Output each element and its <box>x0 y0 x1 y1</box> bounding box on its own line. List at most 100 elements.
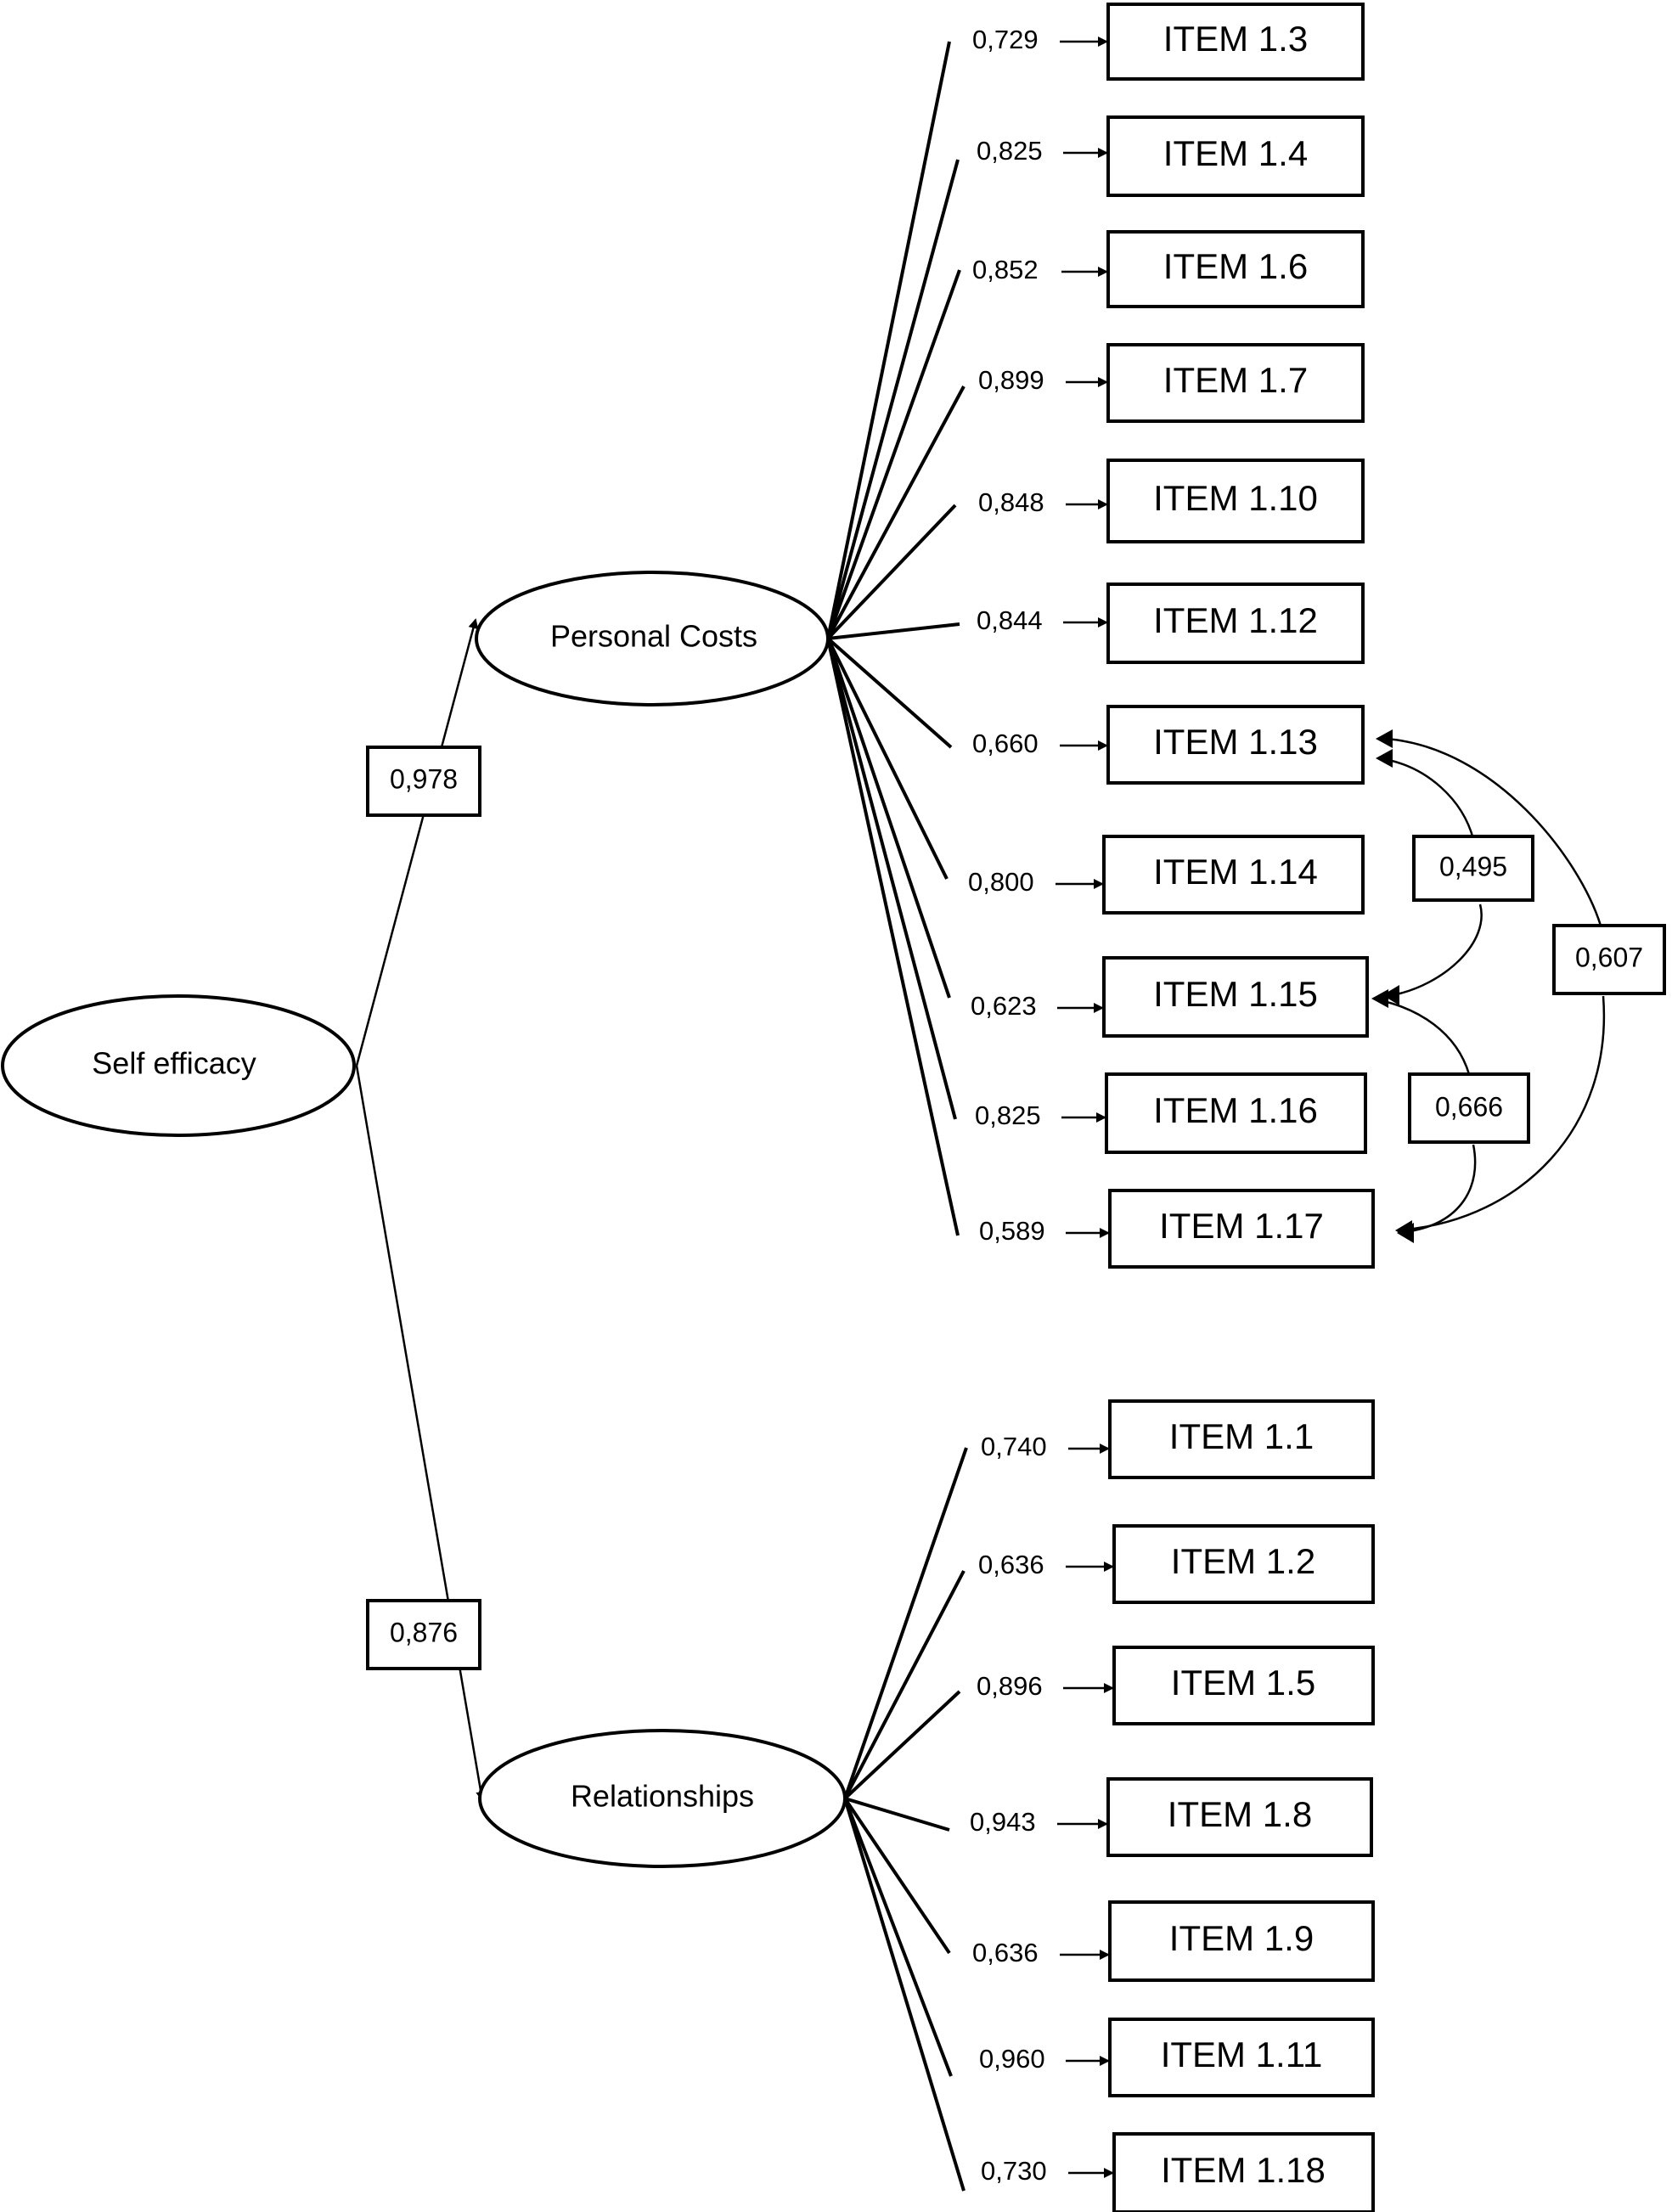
item-label: ITEM 1.12 <box>1153 600 1318 640</box>
factor-personal-costs-label: Personal Costs <box>550 619 757 654</box>
item-path-line <box>843 1798 953 2077</box>
item-label: ITEM 1.14 <box>1153 852 1318 892</box>
item-node: ITEM 1.4 <box>1106 115 1365 197</box>
covariance-arrowhead-117b <box>1395 1220 1412 1241</box>
item-node: ITEM 1.6 <box>1106 230 1365 308</box>
item-loading: 0,960 <box>979 2044 1045 2074</box>
item-path-line <box>826 41 951 639</box>
item-node: ITEM 1.5 <box>1112 1646 1375 1725</box>
covariance-arrowhead-115b <box>1371 989 1388 1008</box>
item-path-line <box>826 637 953 749</box>
item-loading: 0,660 <box>972 729 1039 758</box>
item-node: ITEM 1.3 <box>1106 3 1365 81</box>
item-path-line <box>844 1797 950 1832</box>
item-path-line <box>827 622 960 640</box>
item-loading: 0,899 <box>978 365 1044 395</box>
item-node: ITEM 1.7 <box>1106 343 1365 423</box>
loading-value-personal-costs: 0,978 <box>390 763 458 794</box>
item-loading: 0,896 <box>977 1671 1043 1701</box>
item-label: ITEM 1.5 <box>1171 1663 1315 1703</box>
item-path-line <box>826 386 965 639</box>
item-label: ITEM 1.15 <box>1153 974 1318 1014</box>
loading-arrows <box>1056 37 1114 2178</box>
path-self-efficacy-to-relationships <box>355 1065 487 1802</box>
item-path-line <box>826 638 960 1236</box>
item-node: ITEM 1.17 <box>1108 1189 1375 1269</box>
item-label: ITEM 1.7 <box>1163 360 1308 400</box>
item-path-line <box>826 638 951 999</box>
item-path-line <box>843 1447 968 1799</box>
item-loading: 0,636 <box>978 1550 1044 1579</box>
item-label: ITEM 1.10 <box>1153 478 1318 518</box>
covariance-arc-113-117 <box>1385 737 1606 1231</box>
item-loading: 0,636 <box>972 1938 1039 1967</box>
loading-box-relationships: 0,876 <box>366 1599 481 1670</box>
item-loading: 0,729 <box>972 25 1039 54</box>
item-node: ITEM 1.13 <box>1106 705 1365 785</box>
item-loading: 0,623 <box>971 991 1037 1021</box>
item-path-line <box>826 638 949 880</box>
item-loading: 0,825 <box>975 1100 1041 1130</box>
item-loading: 0,825 <box>977 136 1043 166</box>
covariance-arrowhead-113 <box>1376 749 1393 768</box>
item-node: ITEM 1.1 <box>1108 1399 1375 1479</box>
factor-personal-costs: Personal Costs <box>475 571 830 706</box>
item-node: ITEM 1.16 <box>1105 1072 1367 1154</box>
item-node: ITEM 1.15 <box>1102 956 1369 1038</box>
item-label: ITEM 1.11 <box>1161 2035 1323 2074</box>
covariance-value: 0,607 <box>1575 942 1643 972</box>
item-label: ITEM 1.13 <box>1153 722 1318 762</box>
item-loading: 0,589 <box>979 1216 1045 1246</box>
item-node: ITEM 1.11 <box>1108 2018 1375 2097</box>
item-label: ITEM 1.17 <box>1159 1206 1324 1246</box>
factor-relationships-label: Relationships <box>571 1779 754 1814</box>
loading-box-personal-costs: 0,978 <box>366 746 481 817</box>
item-label: ITEM 1.9 <box>1169 1918 1314 1958</box>
covariance-arc-113-115 <box>1388 758 1483 997</box>
covariance-box-115-117: 0,666 <box>1408 1072 1530 1144</box>
item-path-line <box>843 1570 965 1799</box>
covariance-box-113-117: 0,607 <box>1552 924 1666 995</box>
item-label: ITEM 1.18 <box>1161 2150 1326 2190</box>
item-loading: 0,730 <box>981 2156 1047 2186</box>
item-node: ITEM 1.12 <box>1106 583 1365 664</box>
item-node: ITEM 1.18 <box>1112 2132 1375 2212</box>
item-label: ITEM 1.3 <box>1163 19 1308 59</box>
item-loading: 0,844 <box>977 605 1043 635</box>
item-loading: 0,800 <box>968 867 1034 897</box>
item-label: ITEM 1.1 <box>1169 1416 1314 1456</box>
item-label: ITEM 1.4 <box>1163 133 1308 173</box>
item-path-line <box>843 1798 965 2192</box>
item-path-line <box>843 1690 961 1800</box>
item-loading: 0,740 <box>981 1432 1047 1461</box>
factor-self-efficacy-label: Self efficacy <box>92 1046 256 1081</box>
covariance-value: 0,495 <box>1439 851 1507 881</box>
item-path-line <box>826 159 960 639</box>
covariance-value: 0,666 <box>1435 1091 1503 1122</box>
item-label: ITEM 1.2 <box>1171 1541 1315 1581</box>
item-node: ITEM 1.10 <box>1106 459 1365 543</box>
item-loading: 0,852 <box>972 255 1039 284</box>
item-node: ITEM 1.8 <box>1106 1777 1373 1857</box>
relationships-item-paths <box>843 1447 968 2192</box>
personal-costs-item-paths <box>826 41 965 1236</box>
item-label: ITEM 1.8 <box>1168 1794 1312 1834</box>
item-path-line <box>826 504 957 640</box>
loading-value-relationships: 0,876 <box>390 1617 458 1647</box>
item-path-line <box>826 638 957 1120</box>
item-path-line <box>843 1797 951 1955</box>
item-path-line <box>826 269 961 639</box>
covariance-arrowhead-113b <box>1376 729 1393 748</box>
item-loading: 0,848 <box>978 487 1044 517</box>
item-label: ITEM 1.6 <box>1163 246 1308 286</box>
covariance-box-113-115: 0,495 <box>1412 835 1534 902</box>
item-label: ITEM 1.16 <box>1153 1090 1318 1130</box>
factor-relationships: Relationships <box>478 1729 847 1868</box>
factor-self-efficacy: Self efficacy <box>1 994 356 1137</box>
path-self-efficacy-to-personal-costs <box>355 618 479 1067</box>
item-node: ITEM 1.2 <box>1112 1524 1375 1604</box>
item-loading: 0,943 <box>970 1807 1036 1837</box>
item-node: ITEM 1.14 <box>1102 835 1365 915</box>
item-node: ITEM 1.9 <box>1108 1900 1375 1982</box>
